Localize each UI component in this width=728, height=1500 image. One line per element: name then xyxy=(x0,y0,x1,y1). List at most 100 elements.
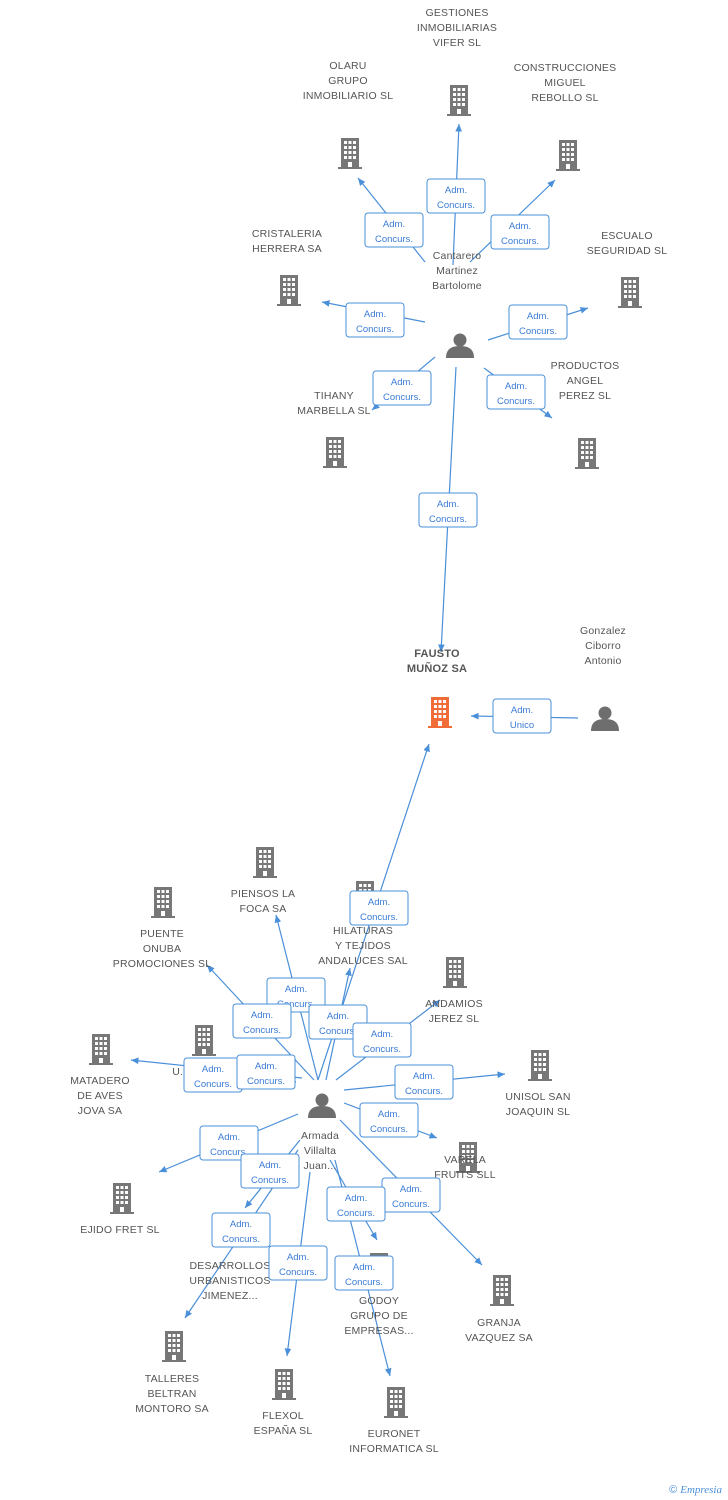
relation-label-box[interactable]: Adm.Concurs. xyxy=(394,1064,454,1100)
relation-label-box[interactable]: Adm.Concurs. xyxy=(268,1245,328,1281)
relation-label-text: Concurs. xyxy=(279,1267,317,1278)
relation-label-box[interactable]: Adm.Concurs. xyxy=(490,214,550,250)
relation-label-box[interactable]: Adm.Concurs. xyxy=(183,1057,243,1093)
relation-label-text: Adm. xyxy=(509,221,531,232)
relation-label-frame xyxy=(492,698,552,734)
building-icon xyxy=(556,140,580,171)
relation-label-box[interactable]: Adm.Concurs. xyxy=(240,1153,300,1189)
company-node[interactable]: DESARROLLOSURBANISTICOSJIMENEZ... xyxy=(189,1215,270,1302)
relation-label-frame xyxy=(364,212,424,248)
relation-label-text: Adm. xyxy=(259,1160,281,1171)
company-name: ANGEL xyxy=(567,375,604,387)
company-name: EMPRESAS... xyxy=(344,1325,413,1337)
relation-label-box[interactable]: Adm.Concurs. xyxy=(352,1022,412,1058)
relation-label-box[interactable]: Adm.Concurs. xyxy=(326,1186,386,1222)
relation-label-box[interactable]: Adm.Concurs. xyxy=(486,374,546,410)
company-name: INMOBILIARIAS xyxy=(417,22,497,34)
person-icon xyxy=(591,706,619,731)
relation-label-text: Concurs. xyxy=(337,1208,375,1219)
relation-label-box[interactable]: Adm.Concurs. xyxy=(345,302,405,338)
relation-label-text: Adm. xyxy=(353,1262,375,1273)
company-name: JIMENEZ... xyxy=(202,1290,258,1302)
relation-label-text: Concurs. xyxy=(392,1199,430,1210)
relation-label-frame xyxy=(268,1245,328,1281)
relation-label-text: Concurs. xyxy=(519,326,557,337)
relation-label-frame xyxy=(352,1022,412,1058)
brand-logo-text: Empresia xyxy=(680,1484,722,1496)
building-icon xyxy=(443,957,467,988)
relation-label-text: Concurs. xyxy=(194,1079,232,1090)
building-icon xyxy=(89,1034,113,1065)
relation-label-text: Concurs. xyxy=(360,912,398,923)
relation-label-box[interactable]: Adm.Concurs. xyxy=(199,1125,259,1161)
company-name: PUENTE xyxy=(140,928,184,940)
relation-label-box[interactable]: Adm. Concurs. xyxy=(349,890,409,926)
relation-label-box[interactable]: Adm.Concurs. xyxy=(372,370,432,406)
relation-label-box[interactable]: Adm.Concurs. xyxy=(232,1003,292,1039)
building-icon xyxy=(277,275,301,306)
relation-label-box[interactable]: Adm.Concurs. xyxy=(334,1255,394,1291)
relation-label-box[interactable]: Adm.Concurs. xyxy=(364,212,424,248)
company-name: DE AVES xyxy=(77,1090,123,1102)
relation-label-text: Concurs. xyxy=(210,1147,248,1158)
relation-label-frame xyxy=(236,1054,296,1090)
relation-label-frame xyxy=(334,1255,394,1291)
relation-label-text: Adm. xyxy=(255,1061,277,1072)
relation-label-box[interactable]: Adm.Concurs. xyxy=(418,492,478,528)
relation-label-frame xyxy=(426,178,486,214)
company-name: PIENSOS LA xyxy=(231,888,295,900)
relation-label-box[interactable]: Adm.Concurs. xyxy=(426,178,486,214)
company-name: EJIDO FRET SL xyxy=(80,1224,159,1236)
company-name: GRUPO xyxy=(328,75,368,87)
company-name: GESTIONES xyxy=(425,7,488,19)
building-icon xyxy=(338,138,362,169)
company-name: MATADERO xyxy=(70,1075,130,1087)
person-icon xyxy=(308,1093,336,1118)
relation-label-text: Adm. xyxy=(378,1109,400,1120)
relation-label-box[interactable]: Adm.Concurs. xyxy=(508,304,568,340)
relation-label-text: Adm. xyxy=(364,309,386,320)
person-node[interactable]: ArmadaVillaltaJuan... xyxy=(301,1093,339,1173)
relation-label-box[interactable]: Adm.Concurs. xyxy=(359,1102,419,1138)
company-name: ESCUALO xyxy=(601,230,653,242)
footer-brand[interactable]: ©Empresia xyxy=(669,1484,722,1496)
company-name: Y TEJIDOS xyxy=(335,940,391,952)
relation-label-text: Adm. xyxy=(368,897,390,908)
building-icon xyxy=(162,1331,186,1362)
person-name: Ciborro xyxy=(585,640,621,652)
company-name: TIHANY xyxy=(314,390,354,402)
relation-label-box[interactable]: Adm.Concurs. xyxy=(236,1054,296,1090)
relation-label-box[interactable]: Adm.Concurs. xyxy=(211,1212,271,1248)
relation-label-box[interactable]: Adm.Concurs. xyxy=(381,1177,441,1213)
building-icon xyxy=(618,277,642,308)
relation-label-text: Adm. xyxy=(511,705,533,716)
company-node[interactable]: EJIDO FRET SL xyxy=(80,1183,160,1236)
company-name: GODOY xyxy=(359,1295,399,1307)
relation-label-frame xyxy=(490,214,550,250)
relation-label-box[interactable]: Adm.Unico xyxy=(492,698,552,734)
relation-label-text: Concurs. xyxy=(405,1086,443,1097)
